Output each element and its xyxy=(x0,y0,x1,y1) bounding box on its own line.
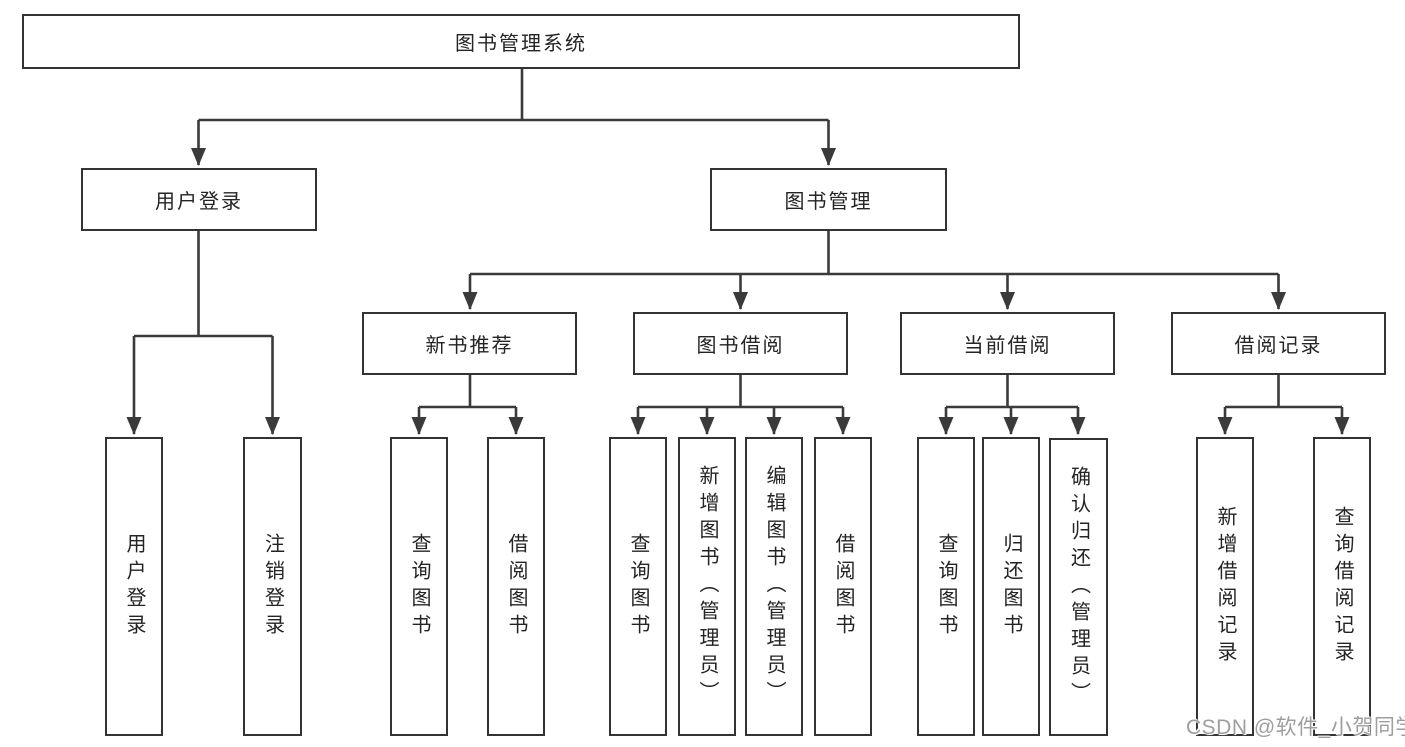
leaf-edit-book-admin-label: 编辑图书（管理员） xyxy=(763,465,785,708)
leaf-query-borrow-record-label: 查询借阅记录 xyxy=(1331,505,1353,668)
leaf-user-login-label: 用户登录 xyxy=(123,532,145,641)
node-new-book-recommendation: 新书推荐 xyxy=(362,312,577,375)
leaf-user-login: 用户登录 xyxy=(105,437,163,736)
node-root: 图书管理系统 xyxy=(22,14,1020,69)
node-book-management: 图书管理 xyxy=(710,168,947,231)
leaf-return-books: 归还图书 xyxy=(982,437,1040,736)
leaf-query-books-recommend-label: 查询图书 xyxy=(408,532,430,641)
connector-book-borrowing-children xyxy=(630,375,851,435)
leaf-query-books-current: 查询图书 xyxy=(917,437,975,736)
node-new-book-recommendation-label: 新书推荐 xyxy=(425,335,514,357)
node-current-borrowing: 当前借阅 xyxy=(900,312,1115,375)
leaf-add-borrow-record: 新增借阅记录 xyxy=(1196,437,1254,736)
leaf-add-book-admin-label: 新增图书（管理员） xyxy=(696,465,718,708)
leaf-query-books-current-label: 查询图书 xyxy=(935,532,957,641)
leaf-confirm-return-admin-label: 确认归还（管理员） xyxy=(1067,465,1090,709)
leaf-query-books-borrowing-label: 查询图书 xyxy=(627,532,649,641)
leaf-borrow-books-recommend: 借阅图书 xyxy=(487,437,545,736)
leaf-query-books-recommend: 查询图书 xyxy=(390,437,448,736)
leaf-borrow-books-recommend-label: 借阅图书 xyxy=(505,532,527,641)
leaf-logout: 注销登录 xyxy=(243,437,302,736)
node-user-login: 用户登录 xyxy=(81,168,317,231)
connector-borrowing-records-children xyxy=(1217,375,1350,435)
node-borrowing-records: 借阅记录 xyxy=(1171,312,1386,375)
connector-book-management-children xyxy=(462,231,1286,310)
node-book-management-label: 图书管理 xyxy=(784,191,873,213)
node-book-borrowing-label: 图书借阅 xyxy=(696,335,785,357)
leaf-logout-label: 注销登录 xyxy=(261,532,284,641)
csdn-watermark: CSDN @软件_小贺同学 xyxy=(1186,716,1405,739)
connector-root-to-level2 xyxy=(191,69,836,166)
leaf-return-books-label: 归还图书 xyxy=(1000,532,1022,641)
node-book-borrowing: 图书借阅 xyxy=(633,312,848,375)
connector-current-borrowing-children xyxy=(938,375,1086,435)
leaf-edit-book-admin: 编辑图书（管理员） xyxy=(745,437,803,736)
connector-new-book-recommendation-children xyxy=(411,375,524,435)
connector-user-login-children xyxy=(126,231,280,435)
node-user-login-label: 用户登录 xyxy=(155,191,243,213)
leaf-query-borrow-record: 查询借阅记录 xyxy=(1313,437,1371,736)
leaf-add-borrow-record-label: 新增借阅记录 xyxy=(1214,505,1236,668)
leaf-query-books-borrowing: 查询图书 xyxy=(609,437,667,736)
node-root-label: 图书管理系统 xyxy=(455,33,587,55)
leaf-borrow-books-borrowing-label: 借阅图书 xyxy=(832,532,854,641)
node-current-borrowing-label: 当前借阅 xyxy=(963,335,1052,357)
leaf-confirm-return-admin: 确认归还（管理员） xyxy=(1049,438,1108,736)
leaf-add-book-admin: 新增图书（管理员） xyxy=(678,437,736,736)
leaf-borrow-books-borrowing: 借阅图书 xyxy=(814,437,872,736)
node-borrowing-records-label: 借阅记录 xyxy=(1234,335,1323,357)
